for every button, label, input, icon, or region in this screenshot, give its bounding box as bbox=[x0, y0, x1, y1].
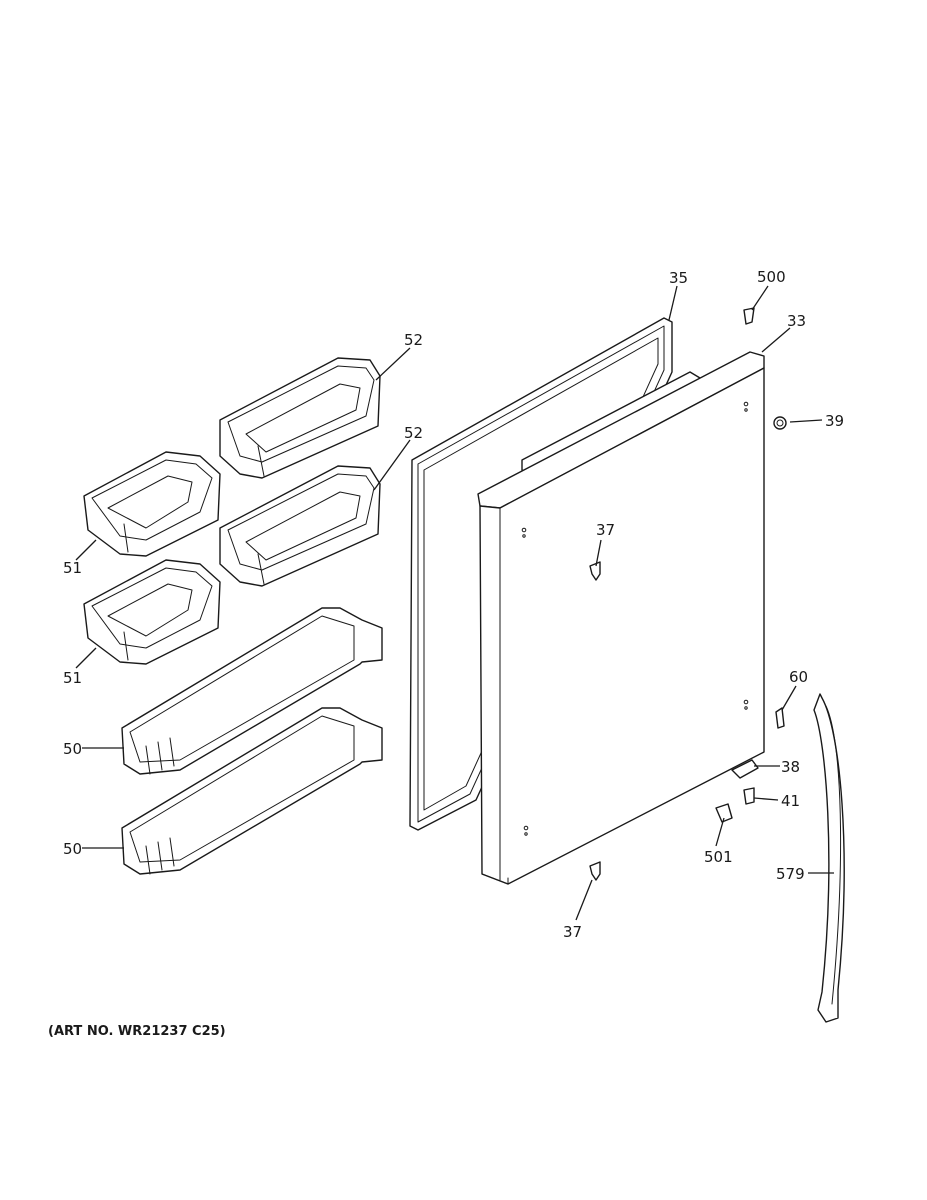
callout-60: 60 bbox=[789, 668, 808, 686]
callout-50-lower: 50 bbox=[63, 840, 82, 858]
callout-38: 38 bbox=[781, 758, 800, 776]
callout-51-upper: 51 bbox=[63, 559, 82, 577]
callout-50-upper: 50 bbox=[63, 740, 82, 758]
screw-37-lower bbox=[589, 861, 601, 881]
door-bin-51-lower bbox=[83, 559, 221, 665]
bushing-41 bbox=[743, 787, 755, 805]
door-bin-52-upper bbox=[219, 357, 381, 479]
callout-51-lower: 51 bbox=[63, 669, 82, 687]
door-bin-52-lower bbox=[219, 465, 381, 587]
door-shelf-50-lower bbox=[121, 707, 383, 875]
callout-labels: 35 500 33 52 52 39 37 51 51 60 50 38 41 … bbox=[63, 268, 844, 941]
hinge-bracket-38 bbox=[731, 759, 759, 779]
callout-39: 39 bbox=[825, 412, 844, 430]
door-stop-60 bbox=[775, 707, 785, 729]
hinge-pin-500 bbox=[743, 307, 755, 325]
door-shelf-50-upper bbox=[121, 607, 383, 775]
door-handle bbox=[813, 693, 845, 1023]
callout-41: 41 bbox=[781, 792, 800, 810]
callout-37-lower: 37 bbox=[563, 923, 582, 941]
cam-501 bbox=[715, 803, 733, 823]
door-panel bbox=[477, 351, 765, 885]
callout-579: 579 bbox=[776, 865, 805, 883]
art-number: (ART NO. WR21237 C25) bbox=[48, 1024, 226, 1039]
callout-35: 35 bbox=[669, 269, 688, 287]
hinge-bushing-39 bbox=[773, 416, 787, 430]
callout-33: 33 bbox=[787, 312, 806, 330]
callout-500: 500 bbox=[757, 268, 786, 286]
leader-lines bbox=[75, 285, 834, 921]
screw-37-upper bbox=[589, 561, 601, 581]
door-bin-51-upper bbox=[83, 451, 221, 557]
callout-37-upper: 37 bbox=[596, 521, 615, 539]
callout-52-upper: 52 bbox=[404, 331, 423, 349]
callout-501: 501 bbox=[704, 848, 733, 866]
callout-52-lower: 52 bbox=[404, 424, 423, 442]
